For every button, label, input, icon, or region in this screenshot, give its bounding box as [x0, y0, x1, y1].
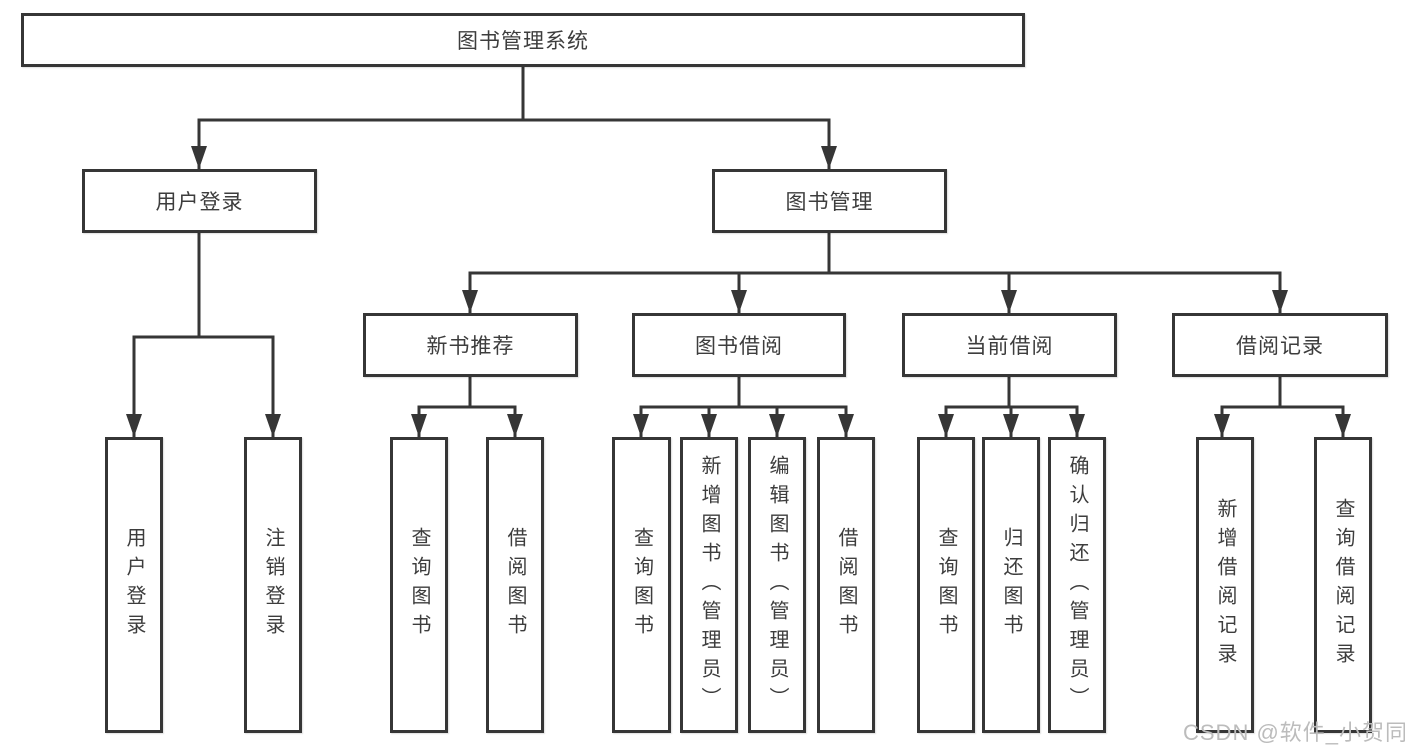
node-label: 借阅记录 [1236, 335, 1324, 358]
leaf-logout: 注销登录 [244, 437, 302, 733]
node-label: 借阅图书 [835, 527, 857, 643]
node-label: 编辑图书（管理员） [766, 454, 788, 716]
node-label: 确认归还（管理员） [1066, 454, 1088, 716]
leaf-borrow-books-recommend: 借阅图书 [486, 437, 544, 733]
node-book-management: 图书管理 [712, 169, 947, 233]
node-label: 查询图书 [935, 527, 957, 643]
leaf-confirm-return-admin: 确认归还（管理员） [1048, 437, 1106, 733]
node-label: 图书借阅 [695, 335, 783, 358]
node-label: 注销登录 [262, 527, 284, 643]
leaf-borrow-books: 借阅图书 [817, 437, 875, 733]
leaf-user-login: 用户登录 [105, 437, 163, 733]
csdn-watermark: CSDN @软件_小贺同学 [1183, 720, 1405, 745]
node-label: 用户登录 [123, 527, 145, 643]
leaf-query-books-recommend: 查询图书 [390, 437, 448, 733]
node-label: 图书管理系统 [457, 30, 589, 53]
node-label: 新增借阅记录 [1214, 498, 1236, 672]
leaf-query-books-borrow: 查询图书 [612, 437, 671, 733]
node-new-book-recommend: 新书推荐 [363, 313, 578, 377]
node-label: 查询图书 [630, 527, 653, 643]
leaf-add-books-admin: 新增图书（管理员） [680, 437, 738, 733]
leaf-return-books: 归还图书 [982, 437, 1040, 733]
node-label: 查询借阅记录 [1332, 498, 1354, 672]
node-label: 图书管理 [785, 191, 874, 214]
node-label: 新书推荐 [426, 335, 515, 358]
node-label: 归还图书 [1000, 527, 1022, 643]
node-borrowing-records: 借阅记录 [1172, 313, 1388, 377]
node-label: 用户登录 [155, 191, 244, 214]
node-current-borrowing: 当前借阅 [902, 313, 1117, 377]
node-user-login: 用户登录 [82, 169, 317, 233]
leaf-add-borrow-record: 新增借阅记录 [1196, 437, 1254, 733]
node-library-management-system: 图书管理系统 [21, 13, 1025, 67]
node-label: 查询图书 [408, 527, 430, 643]
node-label: 新增图书（管理员） [698, 454, 720, 716]
leaf-query-books-current: 查询图书 [917, 437, 975, 733]
node-label: 当前借阅 [965, 335, 1054, 358]
node-label: 借阅图书 [504, 527, 526, 643]
leaf-edit-books-admin: 编辑图书（管理员） [748, 437, 806, 733]
node-book-borrowing: 图书借阅 [632, 313, 846, 377]
leaf-query-borrow-record: 查询借阅记录 [1314, 437, 1372, 733]
